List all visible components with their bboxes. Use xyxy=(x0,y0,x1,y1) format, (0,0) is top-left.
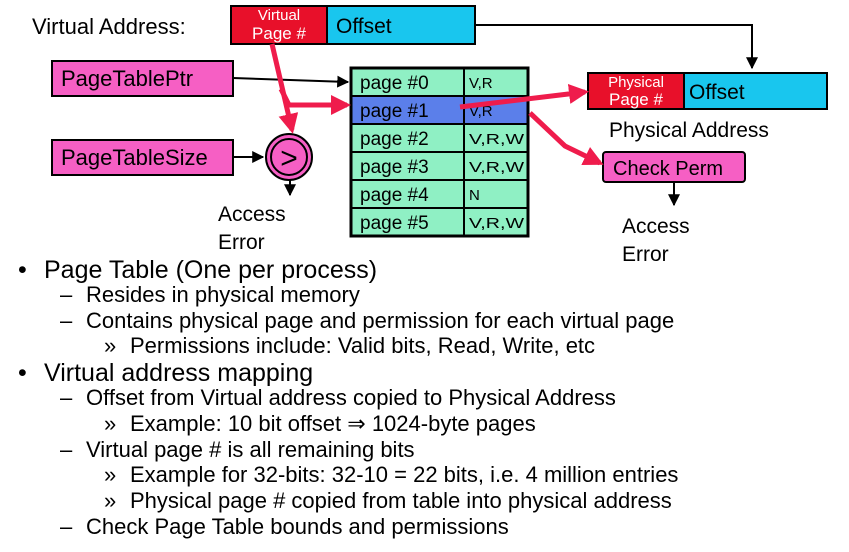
page-table-row-page: page #4 xyxy=(360,185,429,206)
bullet-marker: – xyxy=(60,514,73,539)
page-table-diagram: Virtual Address: Virtual Page # Offset P… xyxy=(32,5,828,266)
bullet-level-2: –Contains physical page and permission f… xyxy=(60,308,674,334)
compare-inner-ring xyxy=(270,138,308,176)
bullet-text: Virtual address mapping xyxy=(44,359,314,388)
physical-page-field xyxy=(587,72,685,110)
bullet-level-2: –Resides in physical memory xyxy=(60,282,360,308)
physical-offset-field xyxy=(683,72,828,110)
page-table-row-perm: V,R xyxy=(469,75,493,92)
bullet-level-2: –Offset from Virtual address copied to P… xyxy=(60,385,616,411)
bullet-marker: – xyxy=(60,385,73,410)
bullet-text: Physical page # copied from table into p… xyxy=(130,488,672,514)
virtual-page-label-line1: Virtual xyxy=(258,7,300,24)
bullet-text: Resides in physical memory xyxy=(86,281,360,307)
bullet-text: Example: 10 bit offset ⇒ 1024-byte pages xyxy=(130,410,536,436)
page-table-size-label: PageTableSize xyxy=(61,145,208,170)
ppn-copy-arrow xyxy=(459,83,589,110)
virtual-offset-label: Offset xyxy=(336,15,392,38)
bullet-level-3: » Example for 32-bits: 32-10 = 22 bits, i… xyxy=(104,462,678,488)
page-table-row-perm: V,R,W xyxy=(469,159,525,176)
bullet-marker: » xyxy=(104,333,117,359)
virtual-page-field xyxy=(230,5,328,45)
bullet-level-3: » Physical page # copied from table into … xyxy=(104,488,672,514)
page-table-frame xyxy=(349,66,530,238)
bullet-level-2: –Virtual page # is all remaining bits xyxy=(60,437,415,463)
bullet-level-1: • Page Table (One per process) xyxy=(18,256,377,285)
bullet-marker: » xyxy=(104,462,117,488)
bullet-level-3: » Permissions include: Valid bits, Read, … xyxy=(104,333,595,359)
page-table-row-perm: V,R,W xyxy=(469,215,525,232)
vpn-to-table-arrow xyxy=(278,87,351,115)
access-error-left-line1: Access xyxy=(218,203,286,226)
virtual-offset-field xyxy=(326,5,476,45)
page-table-row-page: page #2 xyxy=(360,129,429,150)
page-table-cell-perm xyxy=(463,123,529,153)
bullet-text: Permissions include: Valid bits, Read, W… xyxy=(130,333,596,359)
bullet-text: Offset from Virtual address copied to Ph… xyxy=(86,385,616,410)
page-table-ptr-label: PageTablePtr xyxy=(61,66,193,91)
page-table-cell-perm xyxy=(463,151,529,181)
page-table-row-page: page #0 xyxy=(360,73,429,94)
page-table-row-perm: N xyxy=(469,187,480,204)
bullet-text: Check Page Table bounds and permissions xyxy=(86,514,509,539)
bullet-marker: • xyxy=(18,256,27,284)
page-table-row-page: page #1 xyxy=(360,101,429,122)
page-table-cell-perm xyxy=(463,179,529,209)
bullet-level-1: • Virtual address mapping xyxy=(18,359,313,388)
bullet-marker: – xyxy=(60,436,73,462)
bullet-text: Page Table (One per process) xyxy=(44,256,378,284)
page-table-row-page: page #5 xyxy=(360,213,429,234)
bullet-marker: – xyxy=(60,281,73,307)
page-table-row-perm: V,R,W xyxy=(469,131,525,148)
check-perm-label: Check Perm xyxy=(613,158,723,180)
bullet-marker: » xyxy=(104,488,117,514)
physical-offset-label: Offset xyxy=(689,81,745,104)
perm-check-arrow xyxy=(528,111,604,166)
physical-page-label-line2: Page # xyxy=(609,90,663,109)
bullet-marker: » xyxy=(104,410,117,436)
access-error-left-line2: Error xyxy=(218,231,265,254)
bullet-marker: • xyxy=(18,359,27,388)
page-table-row-page: page #3 xyxy=(360,157,429,178)
virtual-address-label: Virtual Address: xyxy=(32,14,186,39)
access-error-right-line2: Error xyxy=(622,243,669,266)
physical-address-label: Physical Address xyxy=(609,119,769,142)
physical-page-label-line1: Physical xyxy=(608,74,664,91)
bullet-text: Example for 32-bits: 32-10 = 22 bits, i.… xyxy=(130,462,679,488)
page-table-ptr-arrow xyxy=(232,75,350,88)
bullet-marker: – xyxy=(60,307,73,333)
bullet-level-2: –Check Page Table bounds and permissions xyxy=(60,514,509,540)
vpn-to-compare-arrow xyxy=(269,43,299,134)
bullet-text: Contains physical page and permission fo… xyxy=(86,307,675,333)
page-table-ptr-box xyxy=(51,60,234,97)
bullet-level-3: » Example: 10 bit offset ⇒ 1024-byte page… xyxy=(104,411,536,437)
bullet-text: Virtual page # is all remaining bits xyxy=(86,436,415,462)
compare-symbol: > xyxy=(280,142,298,175)
virtual-page-label-line2: Page # xyxy=(252,24,306,43)
access-error-right-line1: Access xyxy=(622,215,690,238)
offset-copy-arrow xyxy=(475,24,758,70)
